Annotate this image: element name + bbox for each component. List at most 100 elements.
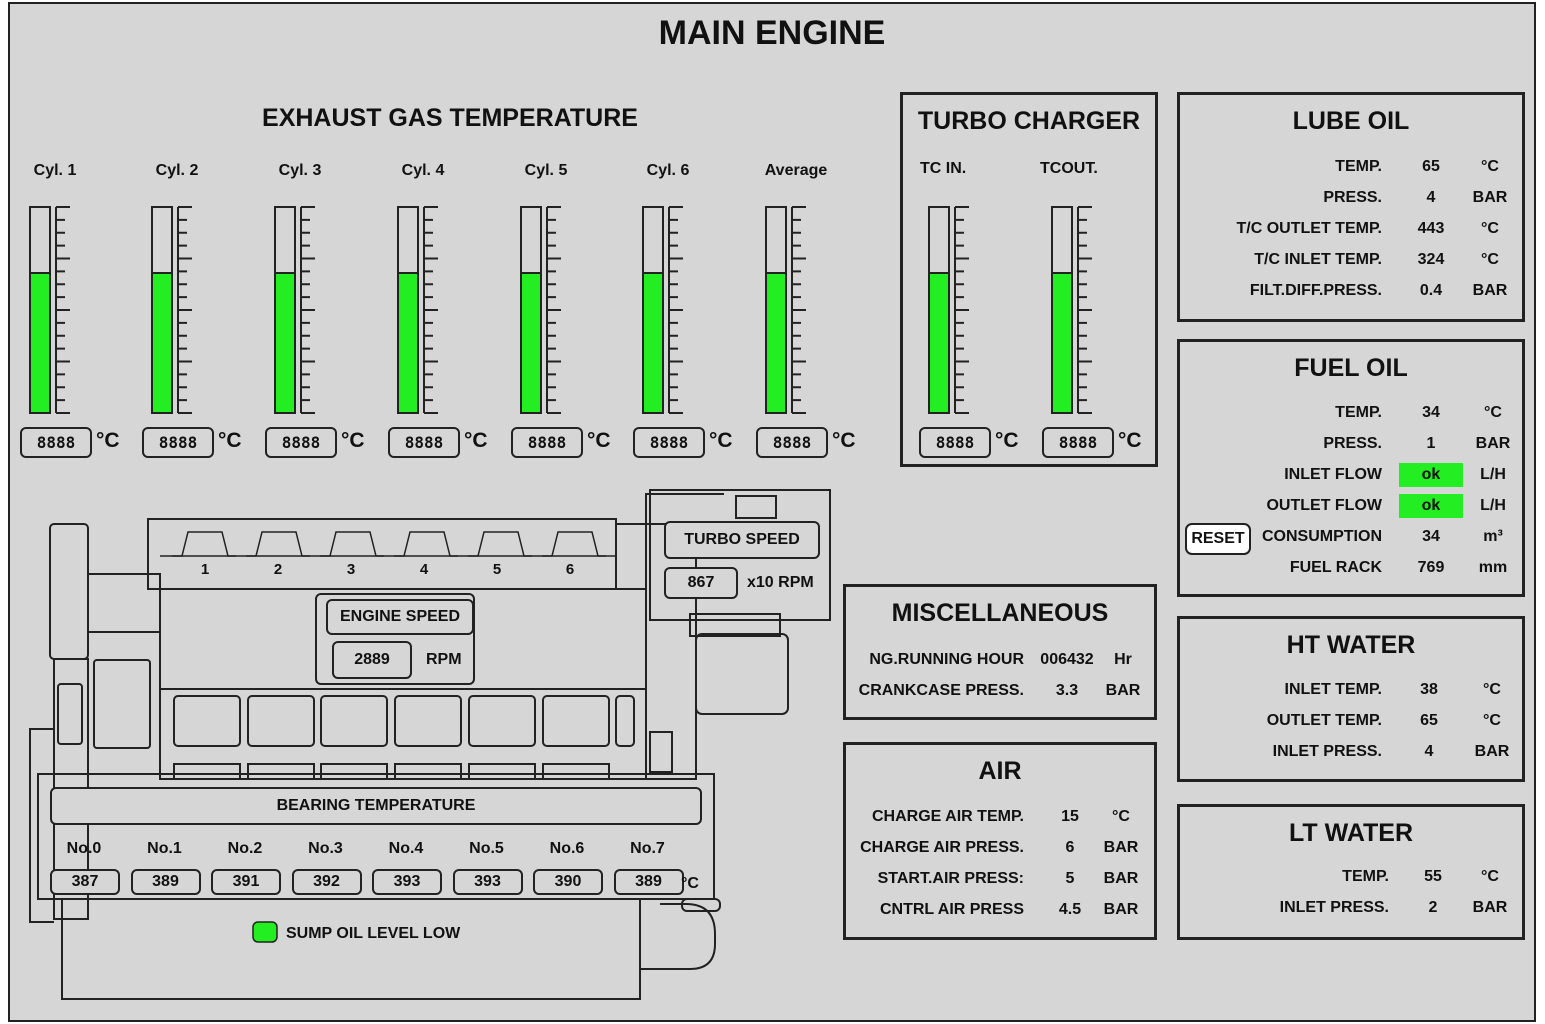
turbo-gauge-1-fill	[928, 272, 950, 414]
lube-oil-row-value-4: 0.4	[1419, 282, 1443, 299]
ht-water-title: HT WATER	[1286, 631, 1416, 659]
lt-water-row-unit-1: BAR	[1472, 899, 1508, 916]
exhaust-gauge-2	[151, 206, 192, 414]
exhaust-2-unit: °C	[218, 429, 242, 452]
lube-oil-row-label-1: PRESS.	[1323, 189, 1382, 206]
exhaust-3-unit: °C	[341, 429, 365, 452]
lube-oil-row-label-3: T/C INLET TEMP.	[1254, 251, 1382, 268]
turbo-speed-value: 867	[664, 567, 738, 599]
bearing-label-0: No.0	[66, 840, 102, 857]
exhaust-4-unit: °C	[464, 429, 488, 452]
turbo-2-unit: °C	[1118, 429, 1142, 452]
exhaust-gauge-6	[642, 206, 683, 414]
cylinder-number-5: 5	[492, 561, 502, 578]
page-title: MAIN ENGINE	[658, 14, 886, 52]
fuel-oil-row-label-5: FUEL RACK	[1289, 559, 1382, 576]
exhaust-gauge-1	[29, 206, 70, 414]
ht-water-row-unit-2: BAR	[1474, 743, 1510, 760]
bearing-label-3: No.3	[308, 840, 343, 857]
cylinder-number-6: 6	[565, 561, 575, 578]
bearing-label-4: No.4	[388, 840, 424, 857]
engine-speed-unit: RPM	[426, 651, 462, 668]
exhaust-gauge-3-fill	[274, 272, 296, 414]
cylinder-number-2: 2	[273, 561, 283, 578]
lube-oil-panel: LUBE OIL	[1177, 92, 1525, 322]
fuel-oil-row-label-2: INLET FLOW	[1284, 466, 1382, 483]
ht-water-row-label-2: INLET PRESS.	[1272, 743, 1382, 760]
turbo-title: TURBO CHARGER	[917, 107, 1141, 135]
lube-oil-row-value-3: 324	[1417, 251, 1445, 268]
fuel-oil-panel: FUEL OIL	[1177, 339, 1525, 597]
turbo-1-unit: °C	[995, 429, 1019, 452]
miscellaneous-panel: MISCELLANEOUS	[843, 584, 1157, 720]
bearing-value-4: 393	[372, 869, 442, 895]
bearing-label-7: No.7	[630, 840, 665, 857]
air-row-unit-1: BAR	[1103, 839, 1139, 856]
ht-water-row-value-2: 4	[1424, 743, 1434, 760]
bearing-value-1: 389	[130, 869, 201, 895]
bearing-temperature-title: BEARING TEMPERATURE	[50, 787, 702, 825]
misc-row-value-0: 006432	[1040, 651, 1094, 668]
fuel-oil-row-label-0: TEMP.	[1335, 404, 1382, 421]
bearing-value-7: 389	[613, 869, 684, 895]
fuel-oil-row-unit-3: L/H	[1480, 497, 1506, 514]
engine-schematic	[29, 206, 1092, 1000]
air-row-value-0: 15	[1061, 808, 1079, 825]
air-title: AIR	[978, 757, 1022, 785]
turbo-1-display: 8888	[919, 427, 991, 458]
exhaust-label-3: Cyl. 3	[278, 162, 322, 179]
fuel-oil-row-unit-5: mm	[1478, 559, 1508, 576]
bearing-value-6: 390	[533, 869, 603, 895]
exhaust-label-1: Cyl. 1	[33, 162, 77, 179]
lt-water-title: LT WATER	[1288, 819, 1414, 847]
lube-oil-row-unit-2: °C	[1481, 220, 1499, 237]
fuel-oil-row-status-2: ok	[1399, 463, 1463, 487]
exhaust-3-display: 8888	[265, 427, 337, 458]
exhaust-gauge-4	[397, 206, 438, 414]
tc-out-label: TCOUT.	[1040, 160, 1098, 177]
lt-water-row-value-1: 2	[1428, 899, 1438, 916]
exhaust-gauge-6-fill	[642, 272, 664, 414]
turbo-charger-panel: TURBO CHARGER TC IN. TCOUT.	[900, 92, 1158, 467]
turbo-gauge-1	[928, 206, 969, 414]
lt-water-row-label-1: INLET PRESS.	[1279, 899, 1389, 916]
exhaust-5-display: 8888	[511, 427, 583, 458]
lube-oil-row-unit-3: °C	[1481, 251, 1499, 268]
bearing-unit: °C	[681, 875, 699, 892]
exhaust-label-5: Cyl. 5	[524, 162, 568, 179]
air-row-label-1: CHARGE AIR PRESS.	[860, 839, 1024, 856]
misc-title: MISCELLANEOUS	[891, 599, 1109, 627]
ht-water-row-value-0: 38	[1420, 681, 1438, 698]
ht-water-panel: HT WATER	[1177, 616, 1525, 782]
fuel-oil-row-value-0: 34	[1422, 404, 1440, 421]
air-panel: AIR	[843, 742, 1157, 940]
exhaust-4-display: 8888	[388, 427, 460, 458]
fuel-oil-row-label-4: CONSUMPTION	[1262, 528, 1382, 545]
exhaust-gauge-7-fill	[765, 272, 787, 414]
lube-oil-row-label-0: TEMP.	[1335, 158, 1382, 175]
fuel-consumption-reset-button[interactable]: RESET	[1185, 523, 1251, 555]
exhaust-5-unit: °C	[587, 429, 611, 452]
lt-water-row-value-0: 55	[1424, 868, 1442, 885]
lt-water-panel: LT WATER	[1177, 804, 1525, 940]
lube-oil-row-label-4: FILT.DIFF.PRESS.	[1249, 282, 1382, 299]
tc-in-label: TC IN.	[920, 160, 967, 177]
air-row-unit-0: °C	[1112, 808, 1130, 825]
lube-oil-row-value-1: 4	[1426, 189, 1436, 206]
lube-oil-row-value-0: 65	[1422, 158, 1440, 175]
cylinder-number-1: 1	[200, 561, 210, 578]
exhaust-gauge-5	[520, 206, 561, 414]
engine-speed-value: 2889	[332, 641, 412, 679]
exhaust-label-6: Cyl. 6	[646, 162, 690, 179]
exhaust-label-7: Average	[764, 162, 828, 179]
sump-oil-indicator-light	[252, 921, 278, 943]
ht-water-row-unit-1: °C	[1483, 712, 1501, 729]
fuel-oil-row-value-4: 34	[1422, 528, 1440, 545]
engine-speed-label: ENGINE SPEED	[326, 599, 474, 635]
fuel-oil-row-status-3: ok	[1399, 494, 1463, 518]
cylinder-number-3: 3	[346, 561, 356, 578]
fuel-oil-title: FUEL OIL	[1294, 354, 1408, 382]
lube-oil-row-label-2: T/C OUTLET TEMP.	[1236, 220, 1382, 237]
bearing-value-0: 387	[50, 869, 120, 895]
air-row-value-3: 4.5	[1058, 901, 1082, 918]
